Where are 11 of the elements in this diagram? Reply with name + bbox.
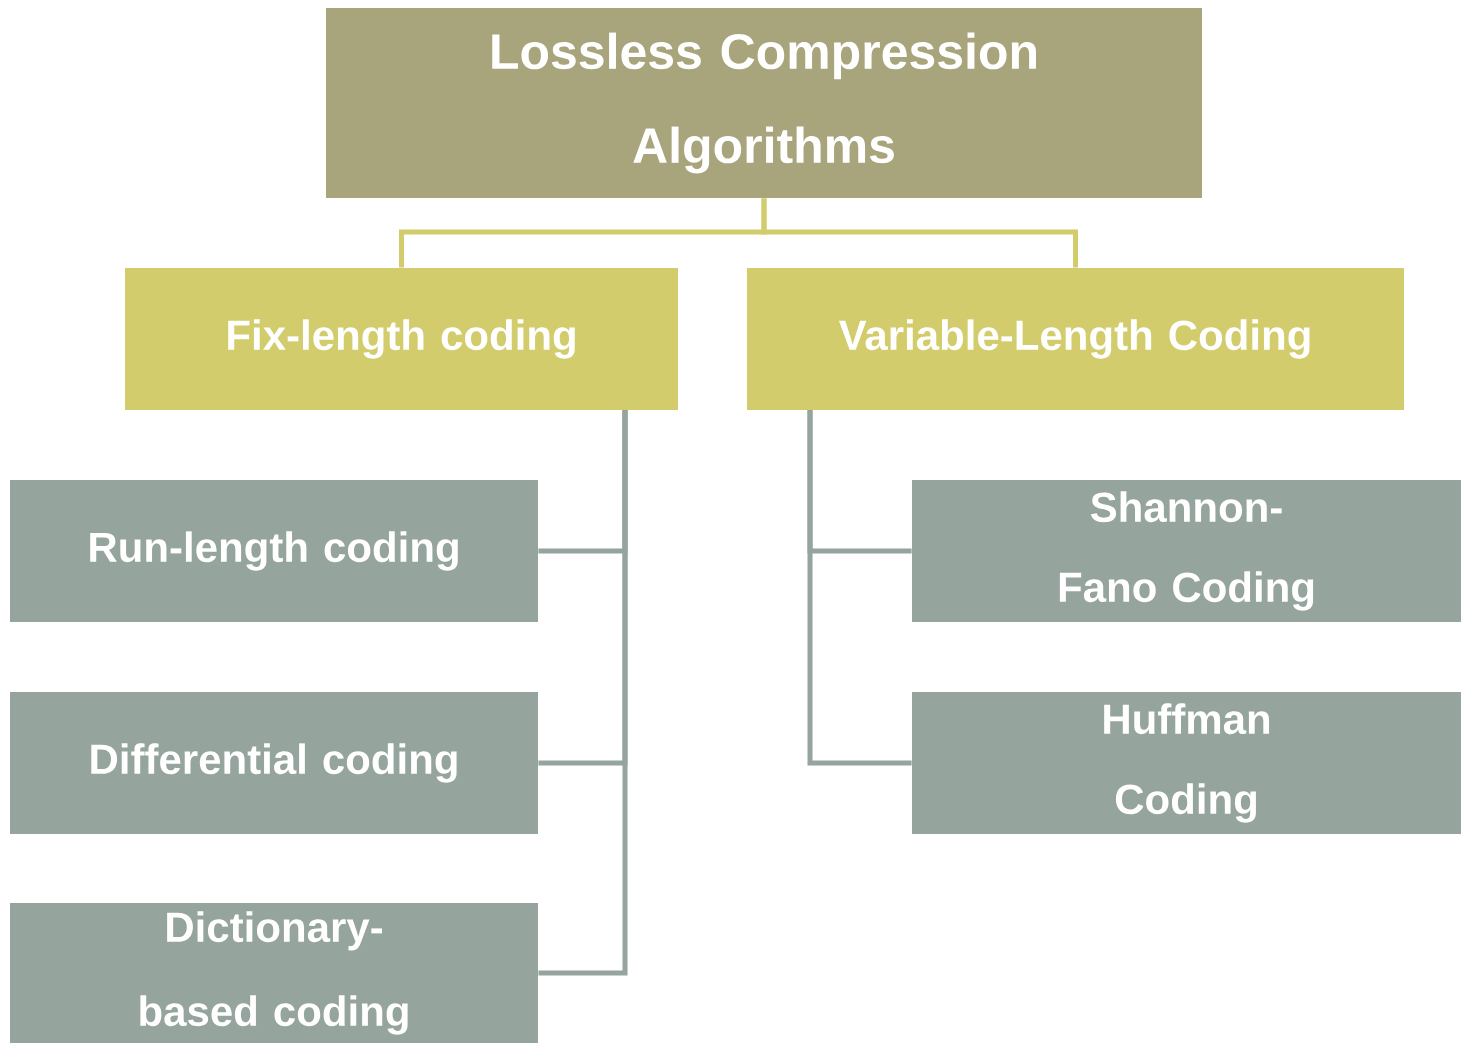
title-box: Lossless Compression Algorithms bbox=[326, 8, 1202, 198]
method-box: Shannon-Fano Coding bbox=[912, 480, 1461, 622]
category-box: Fix-length coding bbox=[125, 268, 678, 410]
method-box: Run-length coding bbox=[10, 480, 538, 622]
method-box: Differential coding bbox=[10, 692, 538, 834]
connector-line bbox=[807, 410, 912, 766]
connector-line bbox=[538, 410, 628, 976]
method-box: Dictionary-based coding bbox=[10, 903, 538, 1043]
connector-line bbox=[761, 198, 1078, 268]
category-box: Variable-Length Coding bbox=[747, 268, 1404, 410]
method-box: Huffman Coding bbox=[912, 692, 1461, 834]
